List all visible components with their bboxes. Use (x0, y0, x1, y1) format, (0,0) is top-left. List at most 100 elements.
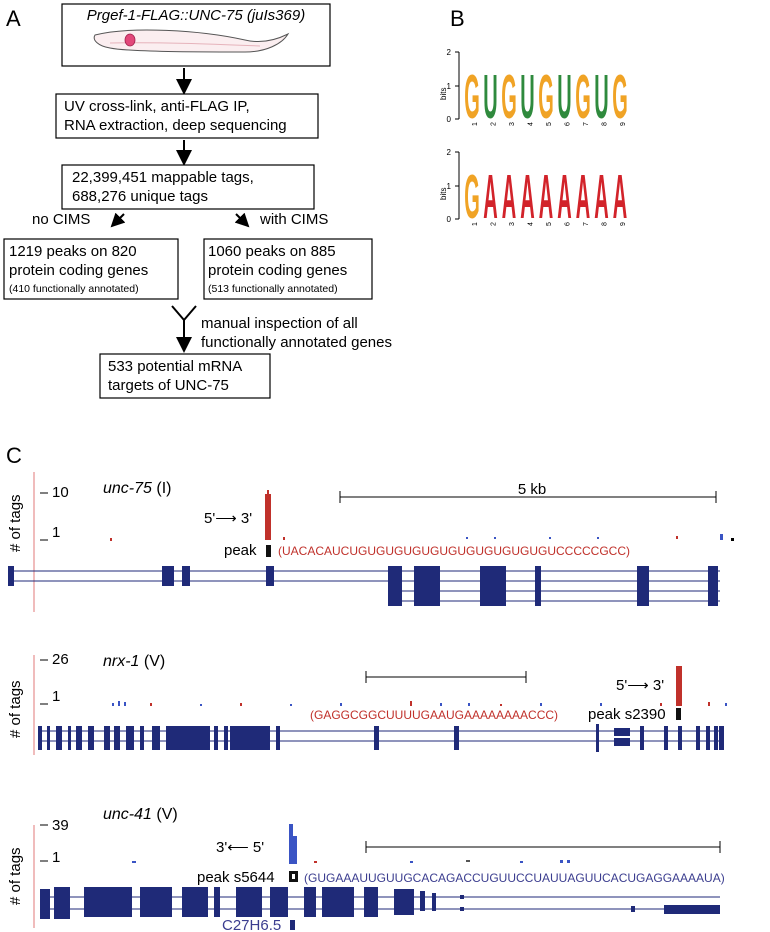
logo1-position-1: 1 (472, 122, 479, 126)
logo1-position-3: 3 (509, 122, 516, 126)
flow-box-tags (61, 164, 315, 210)
logo2-position-2: 2 (491, 222, 498, 226)
panel-label-c: C (6, 443, 22, 468)
panel-label-a: A (6, 6, 21, 31)
logo1-letter-8: U (594, 61, 608, 131)
logo2-letter-9: A (613, 161, 627, 231)
logo1-letter-7: G (575, 61, 591, 131)
track2-ymax: 26 (52, 651, 69, 668)
track3-peak-marker (289, 871, 298, 882)
flow-left-line1: 1219 peaks on 820 (9, 243, 137, 260)
logo2-letter-4: A (520, 161, 534, 231)
track3-neighbor-gene-model (290, 920, 295, 930)
track3-neighbor-gene-label: C27H6.5 (222, 917, 281, 932)
logo1-position-9: 9 (620, 122, 627, 126)
logo2-letter-7: A (576, 161, 590, 231)
logo1-ylabel: bits (439, 88, 448, 100)
flow-branch-with-cims: with CIMS (259, 211, 328, 228)
logo2-position-5: 5 (546, 222, 553, 226)
track1-gene-name: unc-75 (103, 480, 152, 497)
track2-peak-label: peak s2390 (588, 706, 666, 723)
worm-icon (93, 29, 290, 53)
logo2-letter-5: A (539, 161, 553, 231)
logo1-position-6: 6 (565, 122, 572, 126)
logo2-letter-6: A (557, 161, 571, 231)
track2-ylabel: # of tags (7, 680, 24, 738)
track1-peak-label: peak (224, 542, 257, 559)
logo1-position-7: 7 (583, 122, 590, 126)
flow-merge-connector (171, 305, 197, 353)
logo1-position-5: 5 (546, 122, 553, 126)
track2-gene-name: nrx-1 (103, 653, 139, 670)
flow-branch-no-cims: no CIMS (32, 211, 90, 228)
flow-tags-line1: 22,399,451 mappable tags, (72, 169, 254, 186)
track2-chrom: (V) (144, 653, 165, 670)
logo1-letter-5: G (538, 61, 554, 131)
flow-final-line2: targets of UNC-75 (108, 377, 229, 394)
logo1-position-8: 8 (602, 122, 609, 126)
flow-tags-line2: 688,276 unique tags (72, 188, 208, 205)
flow-arrow-left (110, 212, 126, 228)
track1-chrom: (I) (156, 480, 171, 497)
track-nrx-1: # of tags 26 1 nrx-1 (V) 5'⟶ 3' (7, 651, 727, 755)
flow-right-line2: protein coding genes (208, 262, 347, 279)
flow-left-line3: (410 functionally annotated) (9, 283, 139, 295)
scale-bar-label: 5 kb (518, 481, 546, 498)
flow-strain-label: Prgef-1-FLAG::UNC-75 (juIs369) (87, 7, 305, 24)
flow-arrow-right (234, 212, 250, 228)
logo1-ytick-1: 1 (447, 82, 452, 91)
track2-peak-sequence: (GAGGCGGCUUUUGAAUGAAAAAAAACCC) (310, 708, 558, 722)
logo2-letter-2: A (483, 161, 497, 231)
track2-gene-models (38, 724, 724, 752)
track1-orientation: 5'⟶ 3' (204, 510, 252, 527)
logo2-position-4: 4 (528, 222, 535, 226)
track3-peak-label: peak s5644 (197, 869, 275, 886)
flow-box-with-cims (203, 238, 373, 300)
track1-minor-tags (110, 534, 734, 541)
flow-box-no-cims (3, 238, 179, 300)
track1-ymax: 10 (52, 484, 69, 501)
track1-peak-bar (265, 490, 271, 540)
logo2-ytick-2: 2 (447, 148, 452, 157)
track2-minor-tags (112, 701, 727, 706)
track2-orientation: 5'⟶ 3' (616, 677, 664, 694)
logo1-ytick-2: 2 (447, 48, 452, 57)
flow-left-line2: protein coding genes (9, 262, 148, 279)
logo1-letter-4: U (520, 61, 534, 131)
flow-clip-line2: RNA extraction, deep sequencing (64, 117, 287, 134)
svg-text:unc-75 (I): unc-75 (I) (103, 480, 171, 497)
panel-label-b: B (450, 6, 465, 31)
track2-peak-marker (676, 708, 681, 720)
track3-gene-name: unc-41 (103, 806, 152, 823)
track1-ylabel: # of tags (7, 494, 24, 552)
logo1-letter-6: U (557, 61, 571, 131)
scale-bar-5kb: 5 kb (339, 481, 717, 503)
track-unc-75: # of tags 10 1 unc-75 (I) 5 kb 5'⟶ 3' (7, 472, 734, 612)
track3-scale-bar (365, 841, 721, 853)
logo2-ytick-1: 1 (447, 182, 452, 191)
logo1-letter-1: G (464, 61, 480, 131)
logo2-ytick-0: 0 (447, 215, 452, 224)
flow-right-line3: (513 functionally annotated) (208, 283, 338, 295)
logo1-letter-2: U (483, 61, 497, 131)
flow-box-final (99, 353, 271, 399)
flow-clip-line1: UV cross-link, anti-FLAG IP, (64, 98, 250, 115)
flow-final-line1: 533 potential mRNA (108, 358, 242, 375)
logo2-letter-1: G (464, 161, 480, 231)
track3-ymin: 1 (52, 849, 60, 866)
flow-right-line1: 1060 peaks on 885 (208, 243, 336, 260)
logo2-position-7: 7 (583, 222, 590, 226)
track3-orientation: 3'⟵ 5' (216, 839, 264, 856)
track2-ymin: 1 (52, 688, 60, 705)
logo1-letter-9: G (612, 61, 628, 131)
logo2-position-6: 6 (565, 222, 572, 226)
svg-text:unc-41 (V): unc-41 (V) (103, 806, 178, 823)
flow-box-clip (55, 93, 319, 139)
track1-peak-sequence: (UACACAUCUGUGUGUGUGUGUGUGUGUGUGUCCCCCGCC… (278, 544, 630, 558)
logo2-position-9: 9 (620, 222, 627, 226)
track3-gene-models (40, 887, 720, 919)
logo2-letter-8: A (594, 161, 608, 231)
